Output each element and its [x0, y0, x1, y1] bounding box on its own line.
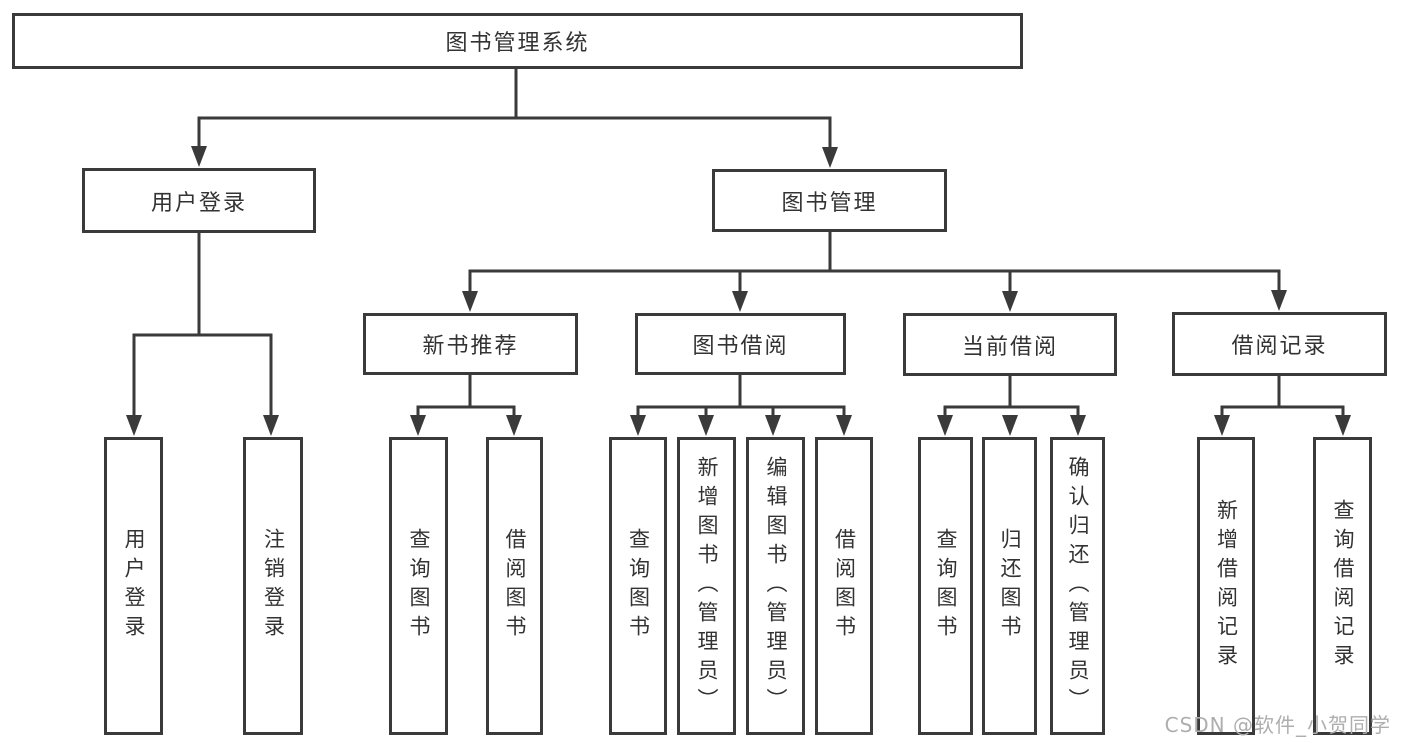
- leaf-query-borrow-record: 查询借阅记录: [1313, 437, 1372, 735]
- leaf-user-login: 用户登录: [104, 437, 163, 735]
- leaf-edit-books-admin: 编辑图书（管理员）: [746, 437, 805, 735]
- leaf-borrow-books-recommend-label: 借阅图书: [503, 528, 527, 644]
- leaf-return-books-label: 归还图书: [998, 528, 1022, 644]
- leaf-borrow-books-borrowing: 借阅图书: [815, 437, 873, 735]
- leaf-logout: 注销登录: [243, 437, 303, 735]
- leaf-query-books-borrowing: 查询图书: [609, 437, 667, 735]
- node-library-management-system: 图书管理系统: [12, 13, 1023, 69]
- node-borrowing-records: 借阅记录: [1172, 312, 1387, 376]
- leaf-borrow-books-recommend: 借阅图书: [486, 437, 543, 735]
- leaf-add-borrow-record: 新增借阅记录: [1197, 437, 1255, 735]
- leaf-add-borrow-record-label: 新增借阅记录: [1214, 499, 1239, 673]
- node-book-management: 图书管理: [712, 169, 947, 232]
- node-user-login: 用户登录: [82, 168, 316, 233]
- leaf-add-books-admin: 新增图书（管理员）: [677, 437, 736, 735]
- leaf-confirm-return-admin: 确认归还（管理员）: [1050, 437, 1105, 735]
- leaf-return-books: 归还图书: [982, 437, 1037, 735]
- leaf-query-books-borrowing-label: 查询图书: [626, 528, 651, 644]
- leaf-query-borrow-record-label: 查询借阅记录: [1331, 499, 1355, 673]
- leaf-add-books-admin-label: 新增图书（管理员）: [695, 455, 719, 717]
- node-new-book-recommendation: 新书推荐: [363, 313, 578, 375]
- leaf-query-books-recommend: 查询图书: [389, 437, 448, 735]
- leaf-query-books-current: 查询图书: [918, 437, 973, 735]
- node-book-borrowing: 图书借阅: [635, 313, 846, 375]
- leaf-logout-label: 注销登录: [261, 528, 286, 644]
- leaf-user-login-label: 用户登录: [122, 528, 146, 644]
- leaf-query-books-recommend-label: 查询图书: [407, 528, 431, 644]
- leaf-edit-books-admin-label: 编辑图书（管理员）: [764, 455, 788, 717]
- leaf-borrow-books-borrowing-label: 借阅图书: [832, 528, 857, 644]
- leaf-confirm-return-admin-label: 确认归还（管理员）: [1066, 455, 1090, 717]
- csdn-watermark: CSDN @软件_小贺同学: [1164, 713, 1391, 737]
- leaf-query-books-current-label: 查询图书: [934, 528, 958, 644]
- node-current-borrowing: 当前借阅: [903, 313, 1117, 376]
